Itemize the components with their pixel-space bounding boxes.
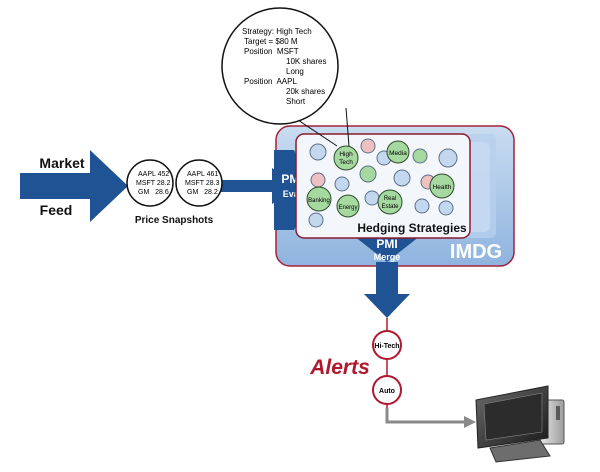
bubble: [334, 176, 350, 192]
callout-line: Long: [286, 67, 304, 76]
strategy-detail-callout: Strategy: High Tech Target = $80 M Posit…: [221, 7, 339, 125]
snapshot-row: MSFT 28.2: [136, 180, 171, 187]
alerts-title: Alerts: [309, 356, 370, 379]
hedging-strategies-title: Hedging Strategies: [357, 221, 467, 235]
merge-chevron: [354, 236, 420, 262]
feed-label-line1: Market: [39, 155, 84, 171]
strategy-label: Energy: [338, 205, 357, 211]
snapshot-row: AAPL 461: [187, 171, 218, 178]
callout-line: Position AAPL: [244, 77, 297, 86]
snapshot-row: GM 28.6: [138, 189, 169, 196]
price-snapshot-1: AAPL 452 MSFT 28.2 GM 28.6: [126, 159, 174, 207]
price-snapshots-caption: Price Snapshots: [135, 215, 214, 226]
bubble: [364, 190, 380, 206]
price-snapshot-2: AAPL 461 MSFT 28.3 GM 28.2: [175, 159, 223, 207]
bubble: [438, 200, 454, 216]
callout-line: Target = $80 M: [244, 37, 298, 46]
strategy-label: Tech: [339, 159, 353, 166]
bubble: [414, 198, 430, 214]
alert-hi-tech[interactable]: Hi-Tech: [372, 330, 402, 360]
callout-line: 10K shares: [286, 57, 326, 66]
strategy-banking[interactable]: Banking: [306, 186, 332, 212]
bubble: [308, 212, 324, 228]
strategy-media[interactable]: Media: [386, 140, 410, 164]
bubble: [438, 148, 458, 168]
merge-arrow: [364, 262, 410, 318]
callout-line: Strategy: High Tech: [242, 27, 312, 36]
strategy-label: Health: [433, 184, 452, 191]
alert-output-arrow: [385, 408, 476, 428]
strategy-label: Estate: [381, 204, 399, 210]
strategy-real-estate[interactable]: Real Estate: [377, 189, 403, 215]
callout-line: Position MSFT: [244, 47, 299, 56]
strategy-label: Media: [389, 150, 407, 157]
strategy-label: Banking: [308, 198, 330, 204]
strategy-high-tech[interactable]: High Tech: [333, 145, 359, 171]
bubble: [309, 143, 327, 161]
snapshot-row: AAPL 452: [138, 171, 169, 178]
snapshot-row: GM 28.2: [187, 189, 218, 196]
strategy-label: Real: [384, 196, 396, 202]
merge-label-line2: Merge: [374, 252, 401, 262]
strategy-label: High: [339, 151, 353, 158]
snapshot-row: MSFT 28.3: [185, 180, 220, 187]
callout-line: Short: [286, 97, 306, 106]
bubble: [393, 169, 411, 187]
computer-icon: [475, 385, 565, 463]
bubble: [310, 172, 326, 188]
merge-label-line1: PMI: [376, 237, 397, 251]
alert-auto[interactable]: Auto: [372, 375, 402, 405]
market-feed-arrow: [20, 150, 128, 222]
alert-label: Hi-Tech: [374, 343, 399, 350]
imdg-title: IMDG: [450, 241, 502, 263]
feed-label-line2: Feed: [40, 202, 73, 218]
eval-label-line2: Eval: [283, 189, 302, 199]
bubble: [412, 148, 428, 164]
bubble: [359, 165, 377, 183]
callout-line: 20k shares: [286, 87, 325, 96]
strategy-energy[interactable]: Energy: [336, 194, 360, 218]
strategy-health[interactable]: Health: [429, 173, 455, 199]
alert-label: Auto: [379, 388, 395, 395]
bubble: [360, 138, 376, 154]
